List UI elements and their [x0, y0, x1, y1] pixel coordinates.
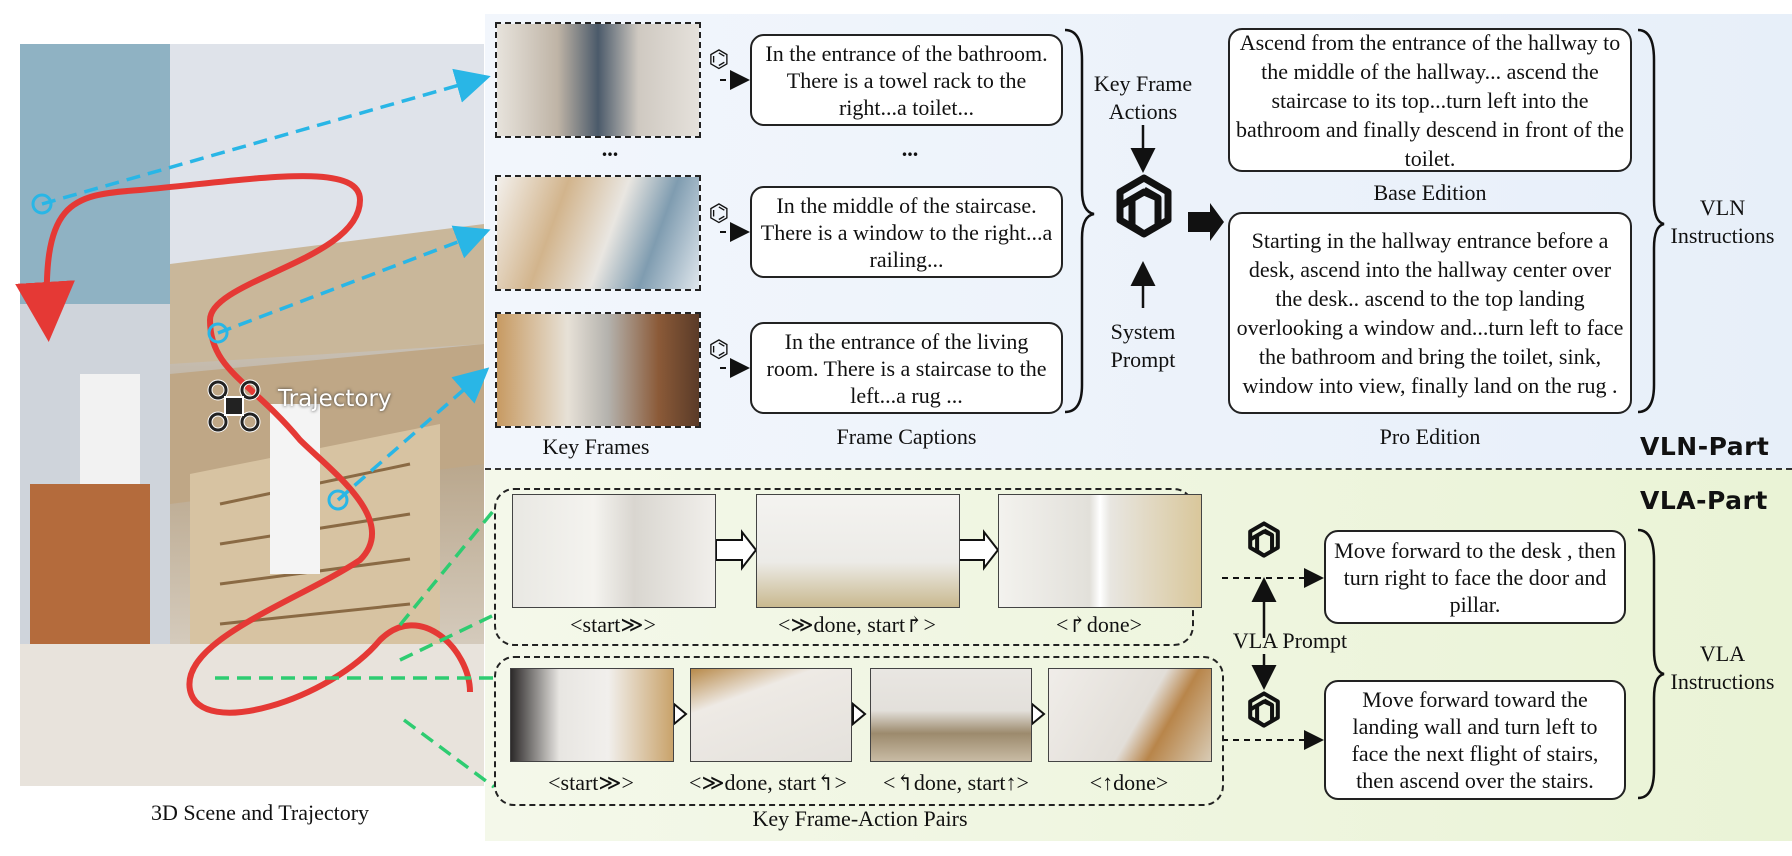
drone-icon: [206, 378, 262, 434]
vla-frame-stairs-4: [1048, 668, 1212, 762]
vla-frame-pillar: [998, 494, 1202, 608]
key-frame-living-room: [495, 312, 701, 428]
pro-edition-text: Starting in the hallway entrance before …: [1228, 212, 1632, 414]
base-edition-text: Ascend from the entrance of the hallway …: [1228, 28, 1632, 172]
vla-frame-start: [512, 494, 716, 608]
part-divider: [485, 468, 1792, 470]
vla-output-1: Move forward to the desk , then turn rig…: [1324, 530, 1626, 624]
frame-caption-2: In the middle of the staircase. There is…: [750, 186, 1063, 278]
vla-row2-hollow-arrows: [673, 701, 1046, 727]
captions-ellipsis: ...: [901, 136, 919, 161]
vla-row2-label-2: <≫done, start↰>: [689, 770, 847, 795]
output-arrow: [1188, 203, 1224, 241]
frame-captions-label: Frame Captions: [836, 424, 977, 449]
frames-ellipsis: ...: [601, 136, 619, 161]
vla-row1-label-3: <↱done>: [1055, 612, 1142, 637]
key-frame-staircase: [495, 175, 701, 291]
key-frame-action-pairs-label: Key Frame-Action Pairs: [752, 806, 968, 831]
waypoint-marker: [31, 193, 53, 215]
trajectory-path: [15, 173, 473, 716]
gpt-logo-vla-2: [1242, 690, 1286, 736]
vln-instructions-bracket: [1637, 28, 1665, 414]
waypoint-marker: [207, 322, 229, 344]
vla-row1-label-1: <start≫>: [570, 612, 656, 637]
frame-caption-3: In the entrance of the living room. Ther…: [750, 322, 1063, 414]
gpt-icon: ⌬: [708, 335, 730, 363]
pro-edition-label: Pro Edition: [1379, 424, 1481, 449]
vla-frame-stairs-1: [510, 668, 674, 762]
key-frame-bathroom: [495, 22, 701, 138]
system-prompt-label: System Prompt: [1110, 319, 1176, 372]
key-frames-label: Key Frames: [542, 434, 650, 459]
vln-part-label: VLN-Part: [1640, 432, 1770, 461]
vla-frame-stairs-2: [690, 668, 852, 762]
vln-instructions-label: VLN Instructions: [1670, 195, 1775, 248]
vla-prompt-label: VLA Prompt: [1232, 628, 1348, 653]
base-edition-label: Base Edition: [1373, 180, 1487, 205]
vla-row1-hollow-arrows: [715, 529, 1000, 571]
vla-frame-stairs-3: [870, 668, 1032, 762]
vla-row2-label-1: <start≫>: [548, 770, 634, 795]
vln-link-lines: [41, 68, 491, 502]
vla-instructions-label: VLA Instructions: [1670, 641, 1775, 694]
waypoint-marker: [327, 489, 349, 511]
vla-part-label: VLA-Part: [1640, 486, 1768, 515]
vla-link-lines: [215, 508, 496, 789]
vla-pair-group-2: [494, 656, 1224, 806]
vla-row2-label-3: <↰done, start↑>: [883, 770, 1029, 795]
vla-row1-label-2: <≫done, start↱>: [778, 612, 936, 637]
captions-bracket: [1064, 28, 1095, 414]
vla-frame-desk: [756, 494, 960, 608]
vla-instructions-bracket: [1637, 528, 1665, 800]
key-frame-actions-label: Key Frame Actions: [1093, 71, 1193, 124]
gpt-icon: ⌬: [708, 45, 730, 73]
trajectory-label: Trajectory: [278, 386, 392, 412]
vla-output-2: Move forward toward the landing wall and…: [1324, 680, 1626, 800]
scene-caption: 3D Scene and Trajectory: [150, 800, 370, 825]
gpt-icon: ⌬: [708, 199, 730, 227]
vla-row2-label-4: <↑done>: [1089, 770, 1169, 795]
frame-caption-1: In the entrance of the bathroom. There i…: [750, 34, 1063, 126]
gpt-logo-vla-1: [1242, 520, 1286, 566]
gpt-logo-large: [1106, 172, 1182, 252]
